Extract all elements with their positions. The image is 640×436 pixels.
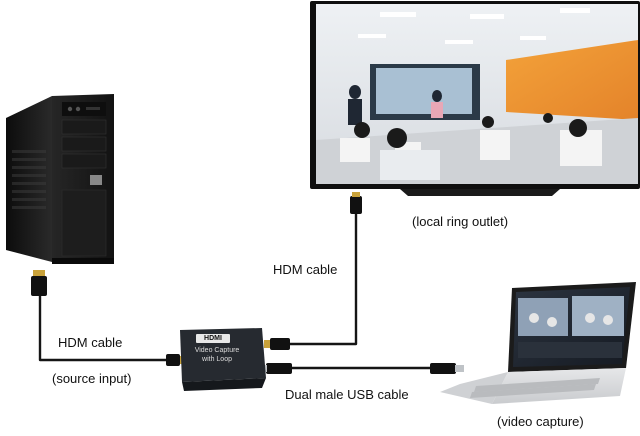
pc-tower (6, 94, 114, 264)
laptop (440, 282, 636, 404)
source-hdmi-cable (38, 294, 168, 362)
source-cable-label: HDM cable (58, 335, 123, 350)
television (310, 1, 640, 196)
output-cable-label: HDM cable (273, 262, 338, 277)
cables (38, 212, 432, 370)
output-hdmi-cable (288, 212, 358, 346)
connectors (31, 192, 464, 374)
device-logo: HDMI (196, 334, 230, 343)
device-label-line2: with Loop (202, 356, 232, 363)
device-label-line1: Video Capture (194, 347, 240, 354)
usb-cable-label: Dual male USB cable (285, 387, 409, 402)
source-input-label: (source input) (52, 371, 132, 386)
local-outlet-label: (local ring outlet) (412, 214, 509, 229)
video-capture-label: (video capture) (497, 414, 584, 429)
